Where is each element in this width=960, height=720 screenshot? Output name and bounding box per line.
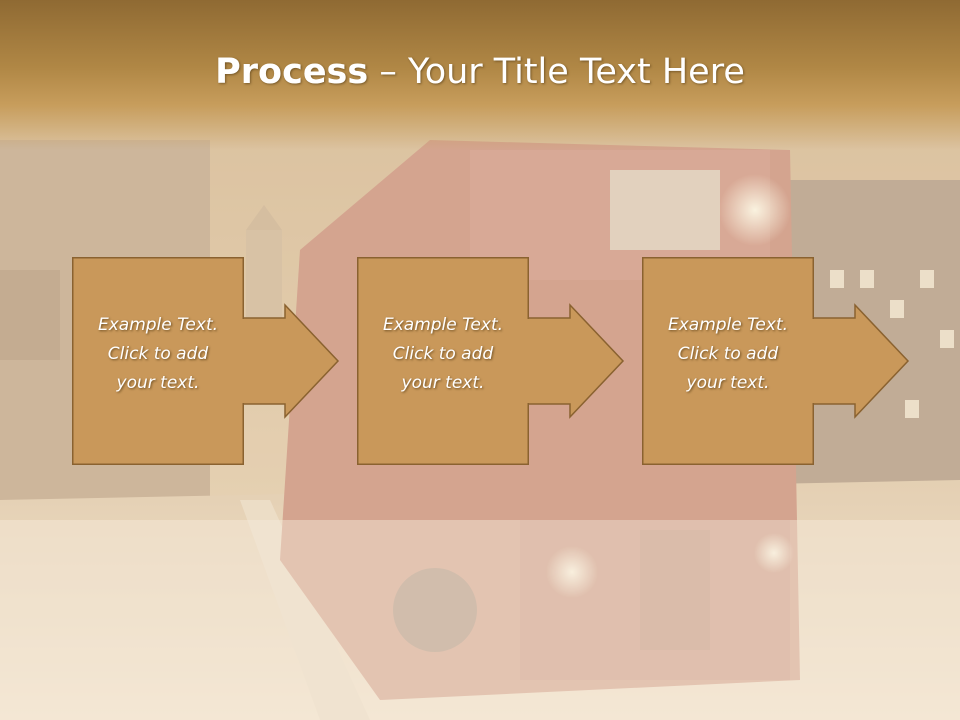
process-step-2[interactable]: Example Text. Click to add your text. [357,257,625,465]
step-line-2: Click to add [107,344,209,364]
right-arrow-icon [642,257,910,465]
step-text: Example Text. Click to add your text. [72,311,244,398]
step-line-3: your text. [401,373,485,393]
title-rest: – Your Title Text Here [368,52,745,92]
step-line-3: your text. [116,373,200,393]
process-step-3[interactable]: Example Text. Click to add your text. [642,257,910,465]
title-bar [0,0,960,150]
step-line-2: Click to add [677,344,779,364]
process-step-1[interactable]: Example Text. Click to add your text. [72,257,340,465]
step-line-2: Click to add [392,344,494,364]
right-arrow-icon [357,257,625,465]
slide-title[interactable]: Process – Your Title Text Here [0,52,960,92]
step-line-1: Example Text. [382,315,504,335]
right-arrow-icon [72,257,340,465]
title-bold: Process [215,52,369,92]
step-text: Example Text. Click to add your text. [642,311,814,398]
step-line-1: Example Text. [667,315,789,335]
step-text: Example Text. Click to add your text. [357,311,529,398]
step-line-3: your text. [686,373,770,393]
step-line-1: Example Text. [97,315,219,335]
